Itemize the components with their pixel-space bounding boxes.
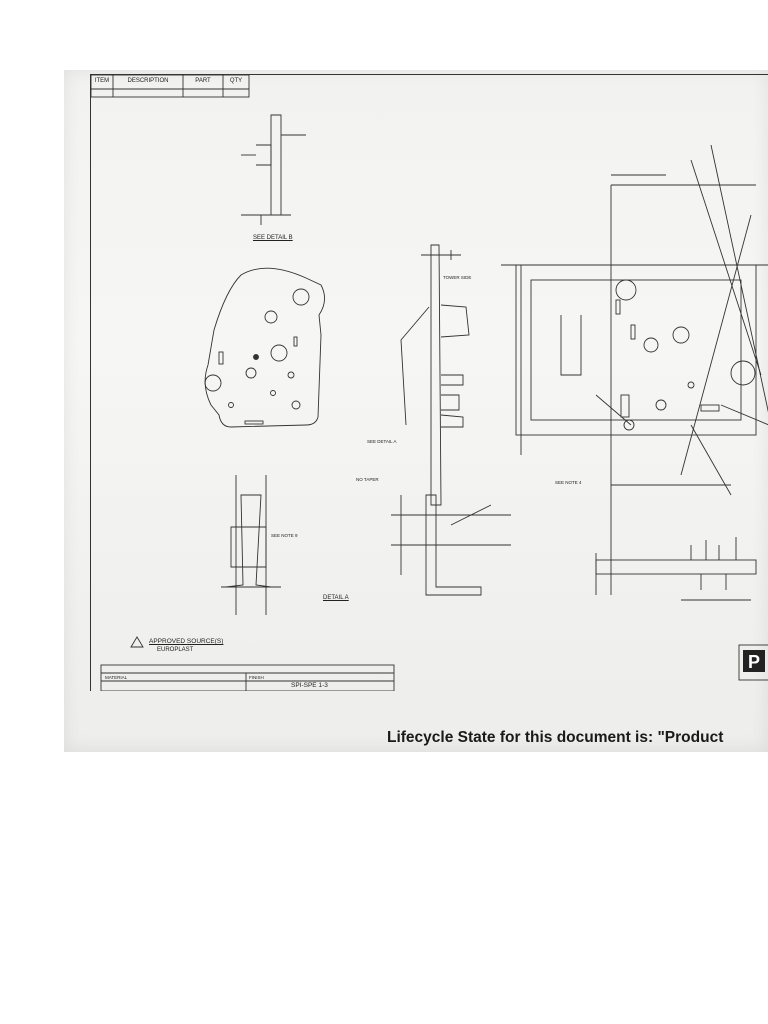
- approved-vendor: EUROPLAST: [157, 647, 194, 653]
- material-label: MATERIAL: [105, 675, 128, 680]
- finish-label: FINISH: [249, 675, 264, 680]
- finish-value: SPI-SPE 1-3: [291, 682, 328, 689]
- see-note-9-label: SEE NOTE 9: [271, 533, 298, 538]
- bom-header-qty: QTY: [229, 78, 243, 84]
- bom-header-part: PART: [195, 78, 211, 84]
- see-note-4-label: SEE NOTE 4: [555, 480, 582, 485]
- document-photo: P ITEM DESCRIPTION PART QTY SEE DETAIL B…: [64, 70, 768, 752]
- technical-drawing: P: [91, 75, 768, 691]
- approved-source-label: APPROVED SOURCE(S): [149, 638, 224, 645]
- bom-header-description: DESCRIPTION: [127, 78, 169, 84]
- see-detail-a-label: SEE DETAIL A: [367, 439, 397, 444]
- detail-a-label: DETAIL A: [323, 595, 349, 601]
- drawing-sheet: P ITEM DESCRIPTION PART QTY SEE DETAIL B…: [90, 74, 768, 691]
- no-taper-label: NO TAPER: [356, 477, 379, 482]
- svg-text:P: P: [748, 652, 760, 672]
- see-detail-b-label: SEE DETAIL B: [253, 235, 293, 241]
- tower-side-label: TOWER SIDE: [443, 275, 472, 280]
- bom-header-item: ITEM: [94, 78, 110, 84]
- lifecycle-state-text: Lifecycle State for this document is: "P…: [387, 729, 724, 746]
